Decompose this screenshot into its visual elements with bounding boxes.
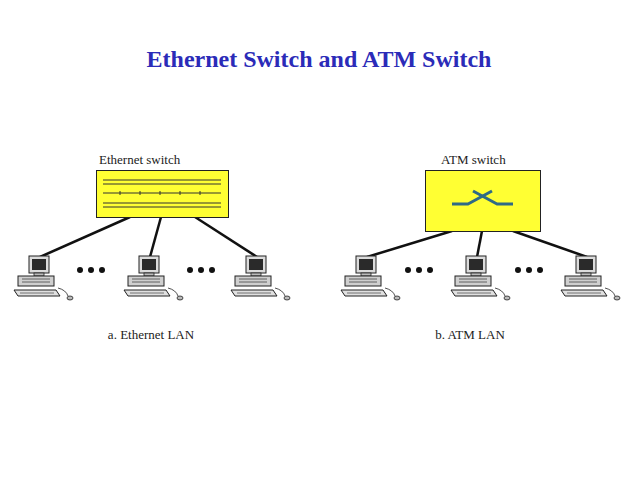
sub-caption: b. ATM LAN: [370, 327, 570, 343]
page-title: Ethernet Switch and ATM Switch: [0, 46, 638, 73]
computers: [14, 256, 620, 300]
ellipsis-dots: [77, 267, 543, 273]
switch-label: Ethernet switch: [99, 152, 180, 168]
switch-box: Ethernet switch: [96, 170, 229, 218]
switch-label: ATM switch: [441, 152, 506, 168]
sub-caption: a. Ethernet LAN: [51, 327, 251, 343]
switch-box: ATM switch: [425, 170, 541, 232]
crossbar-symbol: [452, 191, 513, 204]
switch-backplane: [103, 180, 221, 207]
